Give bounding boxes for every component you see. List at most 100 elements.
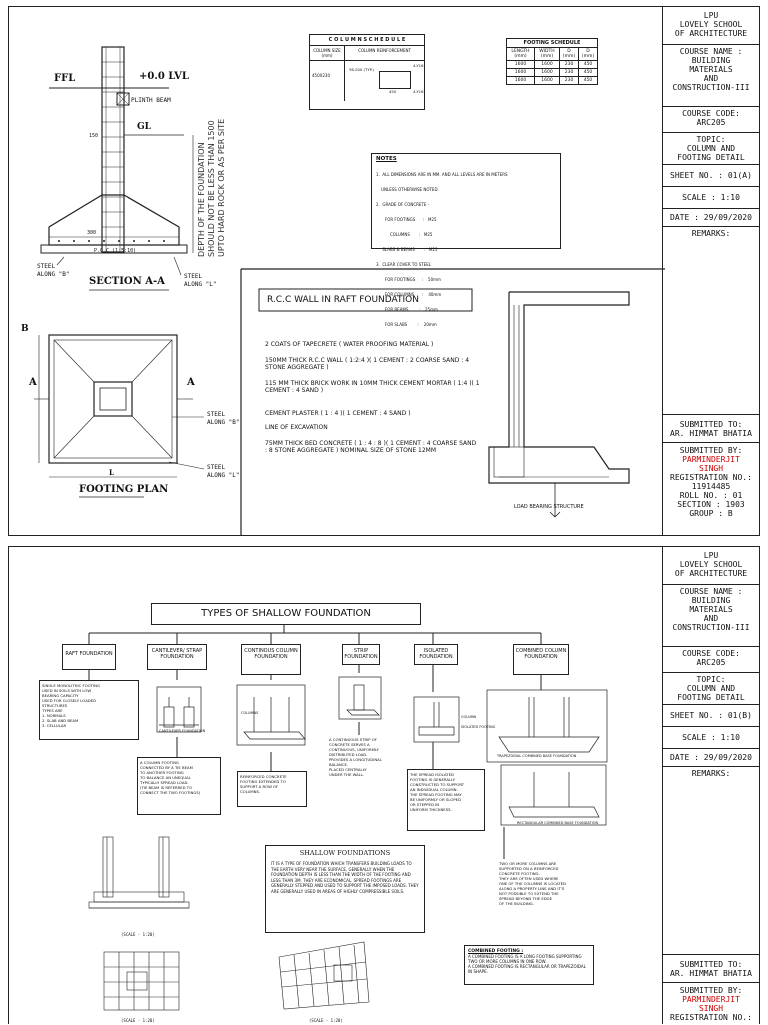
column-size-header: COLUMN SIZE (mm) — [310, 46, 345, 60]
note-line: UNLESS OTHERWISE NOTED. — [376, 187, 439, 192]
topic: TOPIC: COLUMN AND FOOTING DETAIL — [663, 133, 759, 165]
student-name-line: PARMINDERJIT — [682, 995, 740, 1004]
desc-line: ONE OF THE COLUMNS IS LOCATED — [499, 881, 566, 886]
title-block-sheet-1: LPU LOVELY SCHOOL OF ARCHITECTURE COURSE… — [662, 7, 759, 535]
student-name-line: SINGH — [698, 464, 724, 473]
note-line: 2. GRADE OF CONCRETE - — [376, 202, 430, 207]
desc-line: BEARING CAPACITY — [42, 693, 79, 698]
table-row: 1600 1600 230 450 — [506, 60, 598, 69]
submitted-to: SUBMITTED TO: AR. HIMMAT BHATIA — [663, 955, 759, 983]
raft-spec-item: 75MM THICK BED CONCRETE ( 1 : 4 : 8 )( 1… — [265, 440, 477, 454]
desc-line: CONCRETE FOOTING. — [499, 871, 540, 876]
note-line: FOR FOOTINGS : 50mm — [376, 277, 441, 282]
cantilever-caption: CANTILEVER FOUNDATION — [159, 729, 206, 733]
pcc-label: P.C.C (1:5:10) — [94, 248, 137, 254]
column-bars-bottom: 4-Y16 — [413, 89, 424, 94]
course-name-label: COURSE NAME : — [679, 587, 743, 596]
submitted-by-label: SUBMITTED BY: — [679, 446, 743, 455]
note-line: 1. ALL DIMENSIONS ARE IN MM. AND ALL LEV… — [376, 172, 508, 177]
ffl-label: FFL — [54, 73, 76, 84]
strip-description: A CONTINUOUS STRIP OF CONCRETE SERVES A … — [327, 735, 397, 799]
plan-along-b: ALONG "B" — [207, 419, 240, 426]
shallow-title: SHALLOW FOUNDATIONS — [299, 849, 391, 857]
shallow-foundations-box: SHALLOW FOUNDATIONS IT IS A TYPE OF FOUN… — [265, 845, 425, 933]
desc-line: THEY ARE OFTEN USED WHERE — [499, 876, 559, 881]
load-bearing-label: LOAD BEARING STRUCTURE — [514, 504, 584, 510]
foundation-types-diagram — [88, 623, 608, 1011]
depth-note-line-2: SHOULD NOT BE LESS THAN 1500 — [207, 120, 216, 257]
desc-line: UNDER THE WALL. — [329, 772, 365, 777]
note-line: FOR FOOTINGS : M25 — [376, 217, 437, 222]
rectangular-caption: RECTANGULAR COMBINED BASE FOUNDATION — [517, 821, 599, 825]
type-strip: STRIP FOUNDATION — [342, 644, 380, 665]
registration-value: 11914485 — [691, 482, 731, 491]
notes-list: 1. ALL DIMENSIONS ARE IN MM. AND ALL LEV… — [376, 162, 556, 337]
drawing-sheet-1: FFL +0.0 LVL PLINTH BEAM GL 150 300 P.C.… — [8, 6, 760, 536]
section-marker-a-left: A — [29, 377, 37, 388]
desc-line: TWO OR MORE COLUMNS ARE — [499, 861, 557, 866]
desc-line: 3. CELLULAR — [42, 723, 67, 728]
table-row: 1600 1600 230 450 — [506, 76, 598, 85]
scale-label-3: (SCALE - 1:20) — [309, 1018, 343, 1023]
column-reinforcement-value: Y8-200 (TYP.) — [349, 67, 375, 72]
column-section-rect — [379, 71, 411, 89]
raft-spec-item: 2 COATS OF TAPECRETE ( WATER PROOFING MA… — [265, 341, 434, 348]
dim-b-label: B — [21, 324, 29, 334]
section-value: SECTION : 1903 — [677, 500, 745, 509]
desc-line: A COMBINED FOOTING IS A LONG FOOTING SUP… — [468, 954, 582, 964]
desc-line: CONTINUOUS, UNIFORMLY — [329, 747, 379, 752]
school-line: OF ARCHITECTURE — [674, 29, 748, 38]
dim-300: 300 — [87, 230, 97, 236]
submitted-by: SUBMITTED BY: PARMINDERJIT SINGH REGISTR… — [663, 983, 759, 1024]
steel-b-label: STEEL — [37, 263, 56, 270]
column-dim: 450 — [389, 89, 397, 94]
submitted-by-label: SUBMITTED BY: — [679, 986, 743, 995]
desc-line: THE SPREAD ISOLATED — [410, 772, 454, 777]
course-code-label: COURSE CODE: — [682, 109, 740, 118]
dim-l-label: L — [109, 468, 114, 477]
course-name-line: BUILDING — [691, 56, 731, 65]
footing-header-width: WIDTH (mm) — [533, 47, 561, 61]
desc-line: 1. NORMALS — [42, 713, 66, 718]
level-label: +0.0 LVL — [139, 71, 189, 82]
trapezoidal-caption: TRAPEZOIDAL COMBINED BASE FOUNDATION — [497, 754, 577, 758]
topic-label: TOPIC: — [696, 135, 726, 144]
type-continous: CONTINOUS COLUMN FOUNDATION — [241, 644, 301, 675]
sheet-no: SHEET NO. : 01(B) — [663, 705, 759, 727]
desc-line: BALANCE. — [329, 762, 349, 767]
school-line: LOVELY SCHOOL — [679, 560, 743, 569]
desc-line: 2. SLAB AND BEAM — [42, 718, 79, 723]
remarks: REMARKS: — [663, 227, 759, 415]
course-name-line: MATERIALS — [689, 605, 733, 614]
desc-line: A COMBINED FOOTING IS RECTANGULAR OR TRA… — [468, 964, 586, 974]
table-row: 1600 1600 230 450 — [506, 68, 598, 77]
student-name-line: SINGH — [698, 1004, 724, 1013]
along-b-label: ALONG "B" — [37, 271, 70, 278]
title-block-sheet-2: LPU LOVELY SCHOOL OF ARCHITECTURE COURSE… — [662, 547, 759, 1024]
note-line: COLUMNS : M25 — [376, 232, 433, 237]
plan-steel-l: STEEL — [207, 464, 226, 471]
course-name-label: COURSE NAME : — [679, 47, 743, 56]
column-schedule-title: C O L U M N S C H E D U L E — [310, 35, 424, 46]
type-raft: RAFT FOUNDATION — [62, 644, 116, 670]
note-line: FOR BEAMS : 25mm — [376, 307, 438, 312]
desc-line: TYPICALLY SPREAD LOAD. — [140, 780, 189, 785]
date: DATE : 29/09/2020 — [663, 209, 759, 227]
column-section-sketch: Y8-200 (TYP.) 4-Y16 450 4-Y16 — [345, 61, 424, 101]
desc-line: REINFORCED CONCRETE — [240, 774, 287, 779]
submitted-to-label: SUBMITTED TO: — [679, 960, 743, 969]
student-name-line: PARMINDERJIT — [682, 455, 740, 464]
scale: SCALE : 1:10 — [663, 187, 759, 209]
remarks: REMARKS: — [663, 767, 759, 955]
note-line: FOR SLABS : 20mm — [376, 322, 437, 327]
cantilever-description: A COLUMN FOOTING CONNECTED BY A TIE BEAM… — [137, 757, 221, 815]
course-name-line: CONSTRUCTION-III — [672, 623, 750, 632]
school-line: OF ARCHITECTURE — [674, 569, 748, 578]
desc-line: CONCRETE SERVES A — [329, 742, 370, 747]
desc-line: PROVIDES A LONGITUDINAL — [329, 757, 382, 762]
continous-columns-label: COLUMNS — [241, 711, 259, 715]
isolated-footing-label: ISOLATED FOOTING — [461, 725, 496, 729]
footing-schedule: FOOTING SCHEDULE LENGTH (mm) WIDTH (mm) … — [506, 38, 598, 116]
topic-line: FOOTING DETAIL — [677, 693, 745, 702]
desc-line: TO ANOTHER FOOTING — [140, 770, 184, 775]
